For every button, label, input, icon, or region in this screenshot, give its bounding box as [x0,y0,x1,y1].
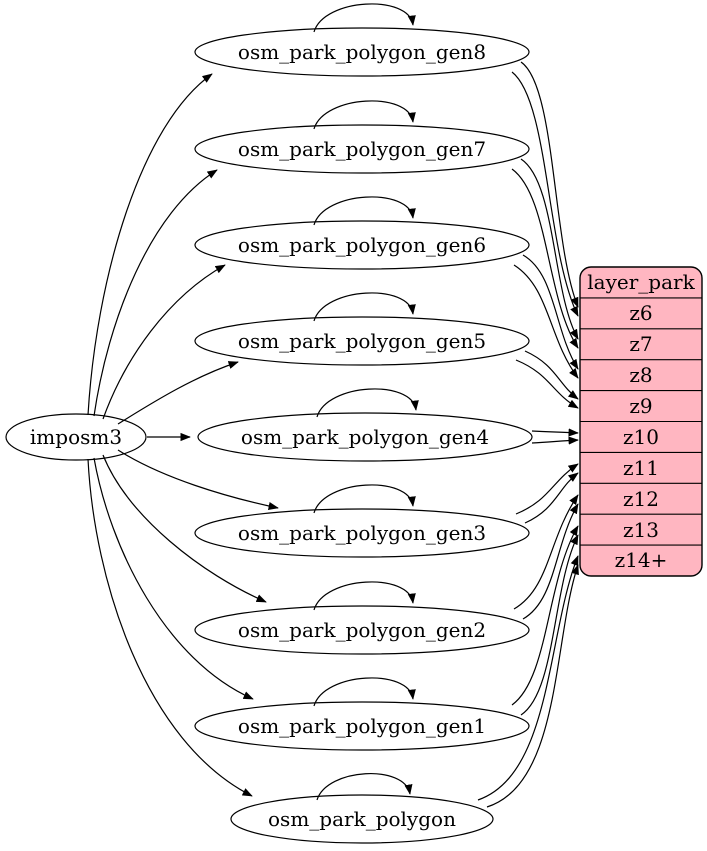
table-row-z7: z7 [629,332,652,356]
edge-gen1-z13-a [520,534,579,716]
node-osm-park-polygon-gen2: osm_park_polygon_gen2 [194,605,530,655]
gen4-ellipse [197,412,533,462]
polygon-label: osm_park_polygon [268,807,456,831]
table-row-z11: z11 [623,456,659,480]
gen1-label: osm_park_polygon_gen1 [238,714,486,738]
table-row-z14: z14+ [615,548,668,572]
edge-gen1-z13-b [511,525,579,706]
node-osm-park-polygon-gen8: osm_park_polygon_gen8 [194,27,530,77]
edge-gen5-z9-b [515,359,579,409]
node-imposm3: imposm3 [5,413,147,461]
gen2-ellipse [194,605,530,655]
edge-gen6-z8-b [513,264,579,379]
gen3-ellipse [194,508,530,558]
table-row-z13: z13 [623,518,659,542]
gen5-label: osm_park_polygon_gen5 [238,329,486,353]
gen6-label: osm_park_polygon_gen6 [238,233,486,257]
gen7-ellipse [194,124,530,174]
edge-gen8-z6-a [520,61,579,308]
edge-gen7-z7-b [511,168,579,349]
self-loop-gen6 [313,196,416,226]
layer-park-table: layer_park z6 z7 z8 z9 z10 z11 z12 z13 z… [579,266,703,577]
polygon-ellipse [230,794,494,844]
edge-gen8-z6-b [511,71,579,317]
edge-imposm3-gen7 [93,169,218,417]
edge-gen6-z8-a [522,254,579,370]
self-loop-gen4 [316,388,419,418]
node-osm-park-polygon: osm_park_polygon [230,794,494,844]
gen7-label: osm_park_polygon_gen7 [238,137,486,161]
edge-gen2-z12-a [522,503,579,620]
gen1-ellipse [194,701,530,751]
self-loop-gen2 [313,581,416,611]
self-loop-gen5 [313,292,416,322]
edge-polygon-z14-b [477,555,579,801]
edge-gen3-z11-b [515,463,579,515]
gen4-label: osm_park_polygon_gen4 [241,425,489,449]
edge-imposm3-polygon [87,458,253,797]
self-loop-gen8 [313,3,416,33]
imposm3-ellipse [5,413,147,461]
self-loop-polygon [316,773,413,801]
imposm3-label: imposm3 [30,425,122,449]
edge-imposm3-gen5 [117,361,239,425]
edge-gen3-z11-a [524,472,579,524]
gen8-label: osm_park_polygon_gen8 [238,40,486,64]
node-osm-park-polygon-gen7: osm_park_polygon_gen7 [194,124,530,174]
self-loop-gen7 [313,100,416,130]
node-osm-park-polygon-gen4: osm_park_polygon_gen4 [197,412,533,462]
edge-gen2-z12-b [513,494,579,610]
gen5-ellipse [194,316,530,366]
self-loop-gen3 [313,484,416,514]
node-osm-park-polygon-gen5: osm_park_polygon_gen5 [194,316,530,366]
edge-imposm3-gen1 [93,457,254,700]
table-row-z10: z10 [623,425,659,449]
gen3-label: osm_park_polygon_gen3 [238,521,486,545]
self-loop-edges [313,3,419,801]
edge-gen7-z7-a [520,158,579,340]
edge-imposm3-gen3 [117,449,279,511]
edge-imposm3-gen6 [102,264,226,420]
edges-tables-to-layer [477,61,579,808]
table-row-z8: z8 [629,363,652,387]
gen6-ellipse [194,220,530,270]
edge-gen4-z10-b [531,436,579,445]
edge-imposm3-gen2 [102,454,267,603]
node-osm-park-polygon-gen3: osm_park_polygon_gen3 [194,508,530,558]
edge-polygon-z14-a [486,564,579,808]
layer-park-title: layer_park [587,270,695,294]
node-osm-park-polygon-gen1: osm_park_polygon_gen1 [194,701,530,751]
edges-imposm3-to-tables [87,73,279,797]
node-osm-park-polygon-gen6: osm_park_polygon_gen6 [194,220,530,270]
edge-gen4-z10-a [531,428,579,437]
layer-park-row-separators [580,297,702,546]
self-loop-gen1 [313,677,416,707]
edge-gen5-z9-a [524,350,579,400]
table-row-z12: z12 [623,487,659,511]
table-row-z6: z6 [629,301,652,325]
gen8-ellipse [194,27,530,77]
edge-imposm3-gen8 [87,73,213,416]
table-row-z9: z9 [629,394,652,418]
gen2-label: osm_park_polygon_gen2 [238,618,486,642]
